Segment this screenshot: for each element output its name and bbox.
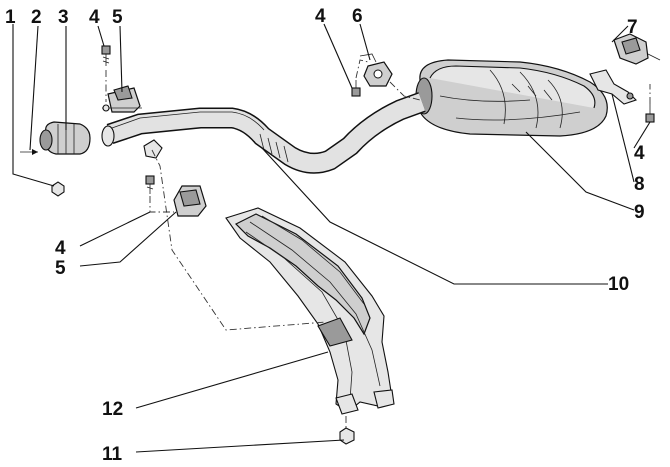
- callout-4-front-upper: 4: [89, 7, 100, 28]
- leader-lines: [12, 23, 651, 453]
- callout-9: 9: [634, 202, 645, 223]
- assembly-lines: [105, 59, 651, 428]
- callout-3: 3: [58, 7, 69, 28]
- callout-11: 11: [102, 444, 123, 465]
- rear-hanger: [589, 69, 638, 105]
- callout-4-rear-right: 4: [634, 143, 645, 164]
- callout-4-rear-middle: 4: [315, 6, 326, 27]
- front-hanger: [102, 85, 142, 113]
- callout-10: 10: [608, 274, 629, 295]
- heat-shield: [225, 207, 395, 415]
- lower-hanger: [173, 185, 207, 217]
- pipe-clamp: [39, 121, 91, 155]
- callout-4-front-lower: 4: [55, 238, 66, 259]
- callout-5-front-lower: 5: [55, 258, 66, 279]
- rear-muffler: [415, 59, 608, 137]
- bolt-rear-middle: [351, 80, 361, 97]
- nut-shield: [339, 427, 355, 445]
- arrow-icon: [20, 149, 38, 155]
- callout-2: 2: [31, 7, 42, 28]
- callout-12: 12: [102, 399, 123, 420]
- bolt-front-lower: [145, 175, 155, 194]
- bolt-front-upper: [101, 45, 111, 66]
- rear-hanger-rubber: [359, 53, 393, 87]
- callout-7: 7: [627, 17, 638, 38]
- pipe-bracket: [143, 139, 163, 159]
- callout-5-front-upper: 5: [112, 7, 123, 28]
- exhaust-pipe: [101, 92, 426, 174]
- rear-mount-bracket: [613, 33, 661, 65]
- callout-1: 1: [5, 7, 16, 28]
- bolt-rear-right: [645, 104, 655, 123]
- callout-8: 8: [634, 174, 645, 195]
- callout-labels: 1 2 3 4 5 4 6 7 4 8 9 4 5 10 12 11: [5, 6, 645, 465]
- callout-6: 6: [352, 6, 363, 27]
- nut-front: [51, 181, 65, 197]
